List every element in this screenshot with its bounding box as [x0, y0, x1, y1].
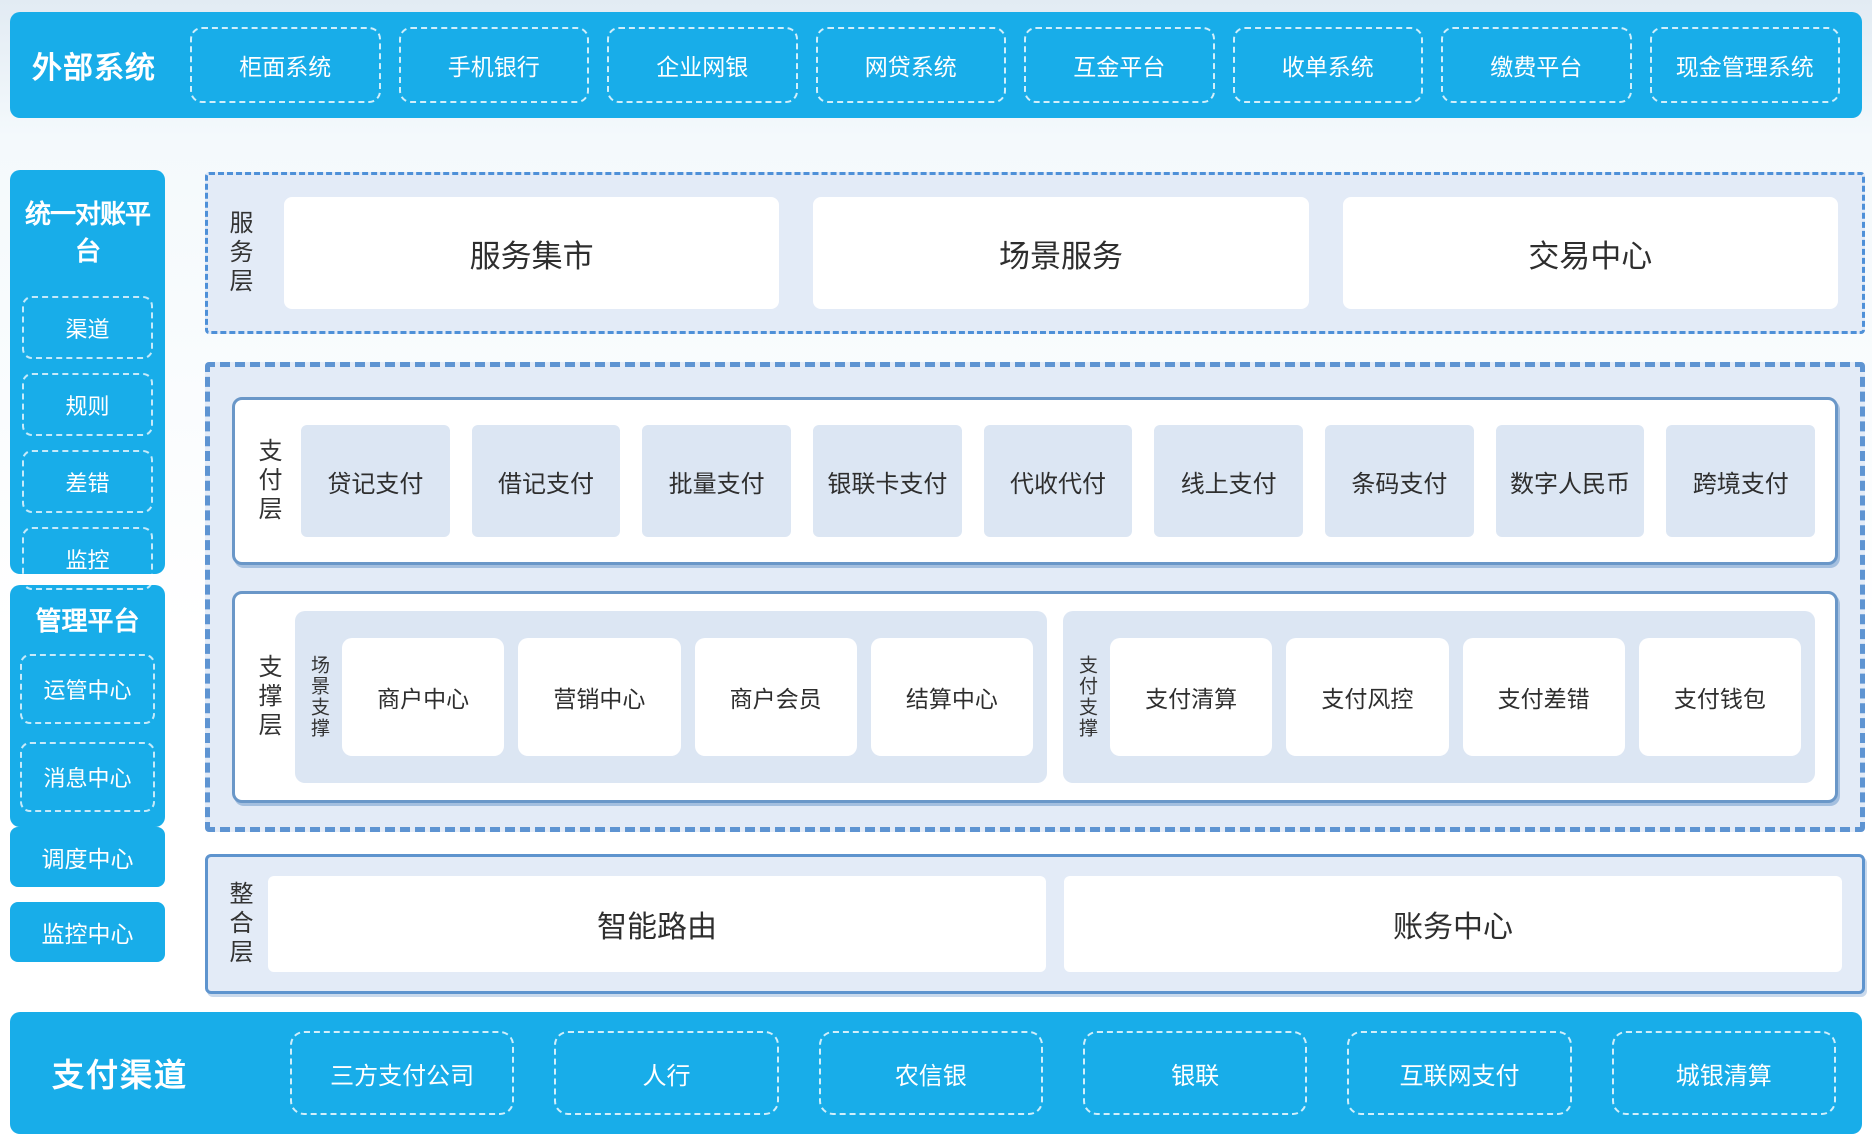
- management-items: 运管中心消息中心: [20, 654, 155, 812]
- support-layer: 支撑层 场景支撑 商户中心营销中心商户会员结算中心 支付支撑 支付清算支付风控支…: [232, 591, 1838, 803]
- scene-support-box: 商户中心: [342, 638, 505, 756]
- service-layer-box: 服务集市: [284, 197, 780, 309]
- integration-layer-box: 智能路由: [268, 876, 1046, 972]
- payment-support-box: 支付钱包: [1638, 638, 1801, 756]
- scene-support-box: 营销中心: [518, 638, 681, 756]
- payment-support-label: 支付支撑: [1076, 655, 1097, 739]
- external-system-box: 网贷系统: [815, 27, 1006, 103]
- payment-channel-box: 农信银: [818, 1031, 1043, 1115]
- scene-support-group: 场景支撑 商户中心营销中心商户会员结算中心: [295, 611, 1047, 783]
- payment-layer-box: 跨境支付: [1666, 425, 1816, 537]
- scene-support-box: 商户会员: [694, 638, 857, 756]
- external-system-box: 收单系统: [1232, 27, 1423, 103]
- reconciliation-items: 渠道规则差错监控: [22, 296, 153, 590]
- payment-channels-title: 支付渠道: [52, 1057, 189, 1093]
- support-layer-label: 支撑层: [254, 653, 281, 741]
- reconciliation-platform-title: 统一对账平台: [24, 199, 151, 266]
- payment-support-group: 支付支撑 支付清算支付风控支付差错支付钱包: [1063, 611, 1815, 783]
- external-systems-bar: 外部系统 柜面系统手机银行企业网银网贷系统互金平台收单系统缴费平台现金管理系统: [10, 12, 1862, 118]
- payment-channel-box: 城银清算: [1611, 1031, 1836, 1115]
- payment-layer-box: 数字人民币: [1495, 425, 1645, 537]
- reconciliation-item-box: 监控: [22, 527, 153, 590]
- reconciliation-item-box: 差错: [22, 450, 153, 513]
- payment-channel-box: 互联网支付: [1347, 1031, 1572, 1115]
- integration-layer-box: 账务中心: [1064, 876, 1842, 972]
- sidebar-standalone-block: 监控中心: [10, 902, 165, 962]
- integration-layer-label: 整合层: [225, 880, 252, 968]
- sidebar-standalone-block: 调度中心: [10, 827, 165, 887]
- management-platform-title: 管理平台: [35, 606, 140, 636]
- external-system-box: 缴费平台: [1441, 27, 1632, 103]
- external-system-box: 手机银行: [398, 27, 589, 103]
- payment-layer-box: 条码支付: [1325, 425, 1474, 537]
- payment-layer: 支付层 贷记支付借记支付批量支付银联卡支付代收代付线上支付条码支付数字人民币跨境…: [232, 397, 1838, 565]
- payment-layer-box: 贷记支付: [301, 425, 450, 537]
- payment-layer-box: 借记支付: [471, 425, 621, 537]
- management-platform-block: 管理平台 运管中心消息中心: [10, 585, 165, 827]
- service-layer-label: 服务层: [225, 209, 252, 297]
- external-system-box: 现金管理系统: [1649, 27, 1840, 103]
- reconciliation-item-box: 规则: [22, 373, 153, 436]
- integration-layer: 整合层 智能路由账务中心: [205, 854, 1865, 994]
- payment-support-box: 支付差错: [1462, 638, 1625, 756]
- main-layers-column: 服务层 服务集市场景服务交易中心 支付层 贷记支付借记支付批量支付银联卡支付代收…: [205, 170, 1865, 994]
- management-item-box: 运管中心: [20, 654, 155, 724]
- payment-layer-box: 批量支付: [642, 425, 792, 537]
- payment-support-wrapper: 支付层 贷记支付借记支付批量支付银联卡支付代收代付线上支付条码支付数字人民币跨境…: [205, 362, 1865, 832]
- payment-layer-box: 代收代付: [983, 425, 1133, 537]
- external-system-box: 柜面系统: [190, 27, 381, 103]
- service-layer-box: 场景服务: [813, 197, 1309, 309]
- payment-layer-label: 支付层: [254, 437, 281, 525]
- external-system-box: 企业网银: [607, 27, 798, 103]
- service-layer: 服务层 服务集市场景服务交易中心: [205, 172, 1865, 334]
- left-sidebar: 统一对账平台 渠道规则差错监控 管理平台 运管中心消息中心 调度中心监控中心: [10, 170, 165, 962]
- scene-support-box: 结算中心: [870, 638, 1033, 756]
- external-system-box: 互金平台: [1024, 27, 1215, 103]
- payment-channel-box: 银联: [1082, 1031, 1308, 1115]
- scene-support-label: 场景支撑: [308, 655, 329, 739]
- reconciliation-platform-block: 统一对账平台 渠道规则差错监控: [10, 170, 165, 590]
- service-layer-box: 交易中心: [1342, 197, 1838, 309]
- payment-support-box: 支付风控: [1286, 638, 1449, 756]
- payment-layer-box: 线上支付: [1154, 425, 1304, 537]
- payment-channel-box: 三方支付公司: [290, 1031, 515, 1115]
- payment-layer-box: 银联卡支付: [813, 425, 962, 537]
- payment-channels-bar: 支付渠道 三方支付公司人行农信银银联互联网支付城银清算: [10, 1012, 1862, 1134]
- payment-support-box: 支付清算: [1110, 638, 1273, 756]
- payment-channel-box: 人行: [554, 1031, 779, 1115]
- management-item-box: 消息中心: [20, 742, 155, 812]
- external-systems-title: 外部系统: [32, 52, 156, 85]
- reconciliation-item-box: 渠道: [22, 296, 153, 359]
